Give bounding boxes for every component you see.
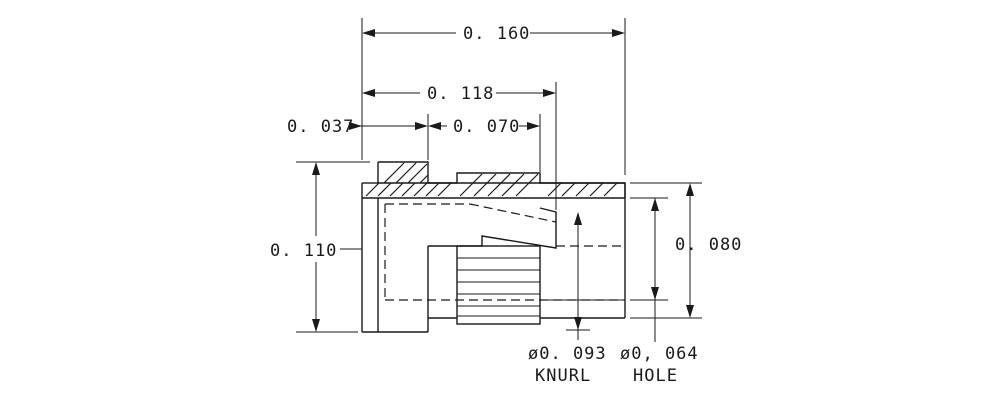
dim-length-037-070: 0. 037 0. 070 — [287, 114, 541, 172]
dim-overall-length: 0. 160 — [361, 18, 626, 175]
dim-height-110: 0. 110 — [270, 161, 370, 333]
section-hatching — [365, 162, 618, 197]
knurl-diameter-text: ø0. 093 — [528, 344, 607, 364]
dim-knurl-diameter: ø0. 093 KNURL — [528, 212, 607, 386]
flared-slot — [428, 207, 557, 249]
dim-height-080-text: 0. 080 — [675, 235, 742, 255]
part-top-outline — [378, 161, 626, 198]
knurl-band — [456, 245, 541, 325]
dim-hole-diameter: ø0, 064 HOLE — [620, 197, 699, 386]
hole-label-text: HOLE — [633, 366, 678, 386]
hole-diameter-text: ø0, 064 — [620, 344, 699, 364]
dim-length-037-text: 0. 037 — [287, 117, 354, 137]
dim-height-080: 0. 080 — [630, 182, 742, 319]
hidden-bore-flare — [469, 203, 557, 223]
dim-height-110-text: 0. 110 — [270, 241, 337, 261]
dim-overall-length-text: 0. 160 — [463, 24, 530, 44]
dim-length-118-text: 0. 118 — [427, 84, 494, 104]
part-body — [361, 161, 626, 333]
dim-length-070-text: 0. 070 — [453, 117, 520, 137]
knurl-label-text: KNURL — [535, 366, 591, 386]
dim-length-118: 0. 118 — [362, 82, 557, 210]
